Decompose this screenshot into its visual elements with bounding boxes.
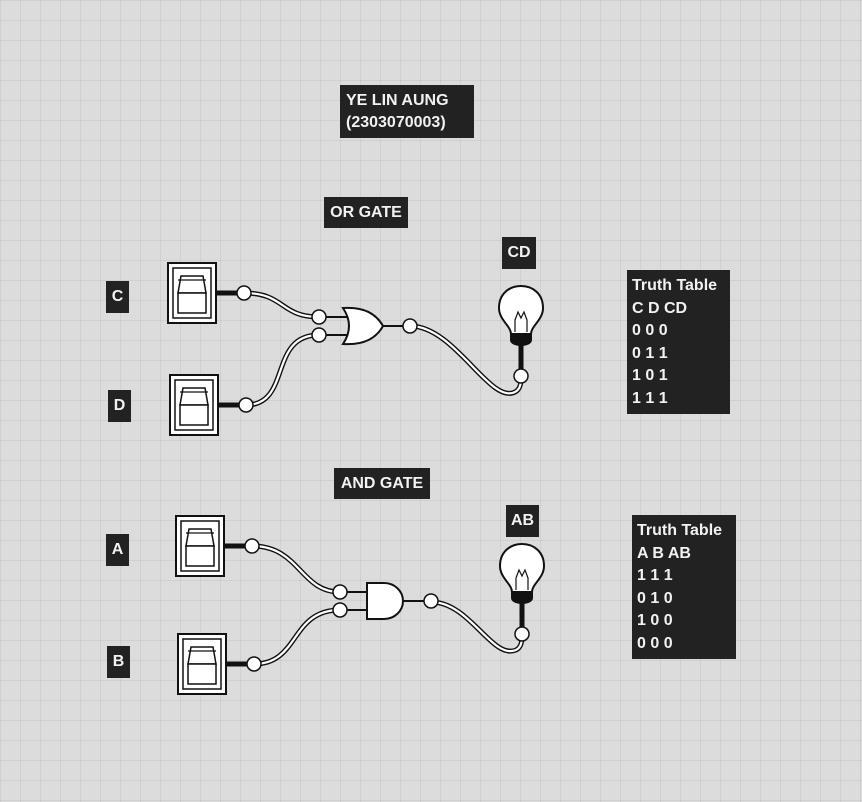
output-cd-label[interactable]: CD	[502, 237, 536, 269]
switch-a[interactable]	[175, 515, 225, 577]
switch-c-output-pin[interactable]	[236, 285, 252, 301]
author-id: (2303070003)	[346, 114, 446, 131]
input-c-label[interactable]: C	[106, 281, 129, 313]
or-gate-icon[interactable]	[322, 306, 408, 346]
output-ab-label[interactable]: AB	[506, 505, 539, 537]
and-truth-table[interactable]: Truth Table A B AB 1 1 1 0 1 0 1 0 0 0 0…	[632, 515, 736, 659]
author-name: YE LIN AUNG	[346, 92, 449, 109]
input-a-label[interactable]: A	[106, 534, 129, 566]
truth-table-title: Truth Table	[637, 522, 723, 539]
switch-d-output-pin[interactable]	[238, 397, 254, 413]
and-output-pin[interactable]	[423, 593, 439, 609]
input-d-label[interactable]: D	[108, 390, 131, 422]
truth-table-title: Truth Table	[632, 277, 718, 294]
and-input-pin-1[interactable]	[332, 584, 348, 600]
truth-table-header: C D CD	[632, 299, 688, 317]
switch-d[interactable]	[169, 374, 219, 436]
and-gate-icon[interactable]	[343, 582, 429, 620]
or-truth-table[interactable]: Truth Table C D CD 0 0 0 0 1 1 1 0 1 1 1…	[627, 270, 730, 414]
or-gate-title[interactable]: OR GATE	[324, 197, 408, 228]
truth-table-row: 1 0 0	[637, 612, 673, 629]
truth-table-row: 1 0 1	[632, 367, 668, 384]
switch-b-output-pin[interactable]	[246, 656, 262, 672]
bulb-cd-input-pin[interactable]	[513, 368, 529, 384]
and-gate-title[interactable]: AND GATE	[334, 468, 430, 499]
truth-table-row: 0 0 0	[632, 322, 668, 339]
bulb-ab-input-pin[interactable]	[514, 626, 530, 642]
truth-table-row: 1 1 1	[637, 567, 673, 584]
truth-table-row: 0 1 1	[632, 344, 668, 362]
switch-a-output-pin[interactable]	[244, 538, 260, 554]
or-input-pin-1[interactable]	[311, 309, 327, 325]
author-name-label[interactable]: YE LIN AUNG (2303070003)	[340, 85, 474, 138]
and-input-pin-2[interactable]	[332, 602, 348, 618]
or-input-pin-2[interactable]	[311, 327, 327, 343]
bulb-cd-icon[interactable]	[498, 285, 544, 347]
input-b-label[interactable]: B	[107, 646, 130, 678]
switch-c[interactable]	[167, 262, 217, 324]
truth-table-row: 0 0 0	[637, 634, 673, 652]
bulb-ab-icon[interactable]	[499, 543, 545, 605]
switch-b[interactable]	[177, 633, 227, 695]
truth-table-header: A B AB	[637, 544, 691, 562]
truth-table-row: 0 1 0	[637, 589, 673, 607]
or-output-pin[interactable]	[402, 318, 418, 334]
truth-table-row: 1 1 1	[632, 389, 668, 407]
